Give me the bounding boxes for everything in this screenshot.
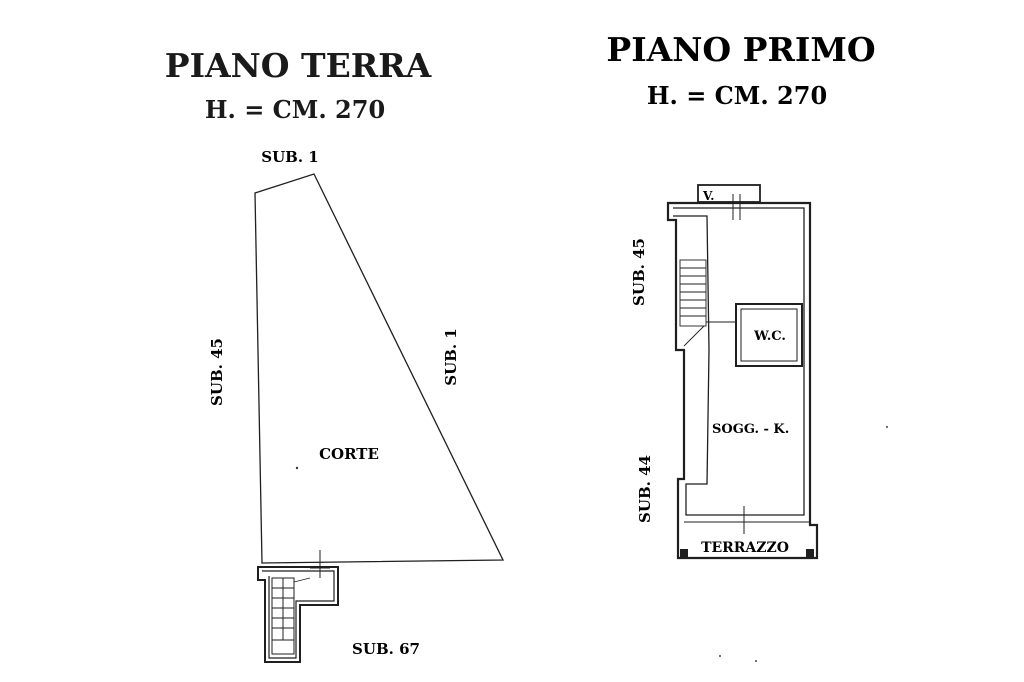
terrace: TERRAZZO [680,506,814,557]
ground-label-sub1-diagonal: SUB. 1 [442,328,460,385]
first-floor-stair [679,259,737,347]
first-label-sub45: SUB. 45 [630,238,648,306]
first-floor-height: H. = CM. 270 [647,81,827,110]
ground-label-sub1-top: SUB. 1 [261,148,318,166]
first-floor-outer-wall [666,201,819,560]
first-floor-plan: PIANO PRIMO H. = CM. 270 V. [606,30,888,662]
ground-floor-height: H. = CM. 270 [205,95,385,124]
ground-floor-title: PIANO TERRA [165,46,432,85]
courtyard-outline [254,173,505,564]
wc-label: W.C. [753,329,786,344]
speck [295,466,299,470]
vent-label: V. [702,189,714,203]
living-room-label: SOGG. - K. [712,422,789,437]
ground-label-sub45: SUB. 45 [208,338,226,406]
terrace-label: TERRAZZO [701,540,789,556]
first-label-sub44: SUB. 44 [636,455,654,523]
ground-label-sub67: SUB. 67 [352,640,420,658]
first-floor-inner-wall [673,207,805,516]
wc-room: W.C. [735,303,803,367]
courtyard-label: CORTE [319,445,379,463]
first-floor-title: PIANO PRIMO [606,30,875,69]
ground-floor-plan: PIANO TERRA H. = CM. 270 SUB. 1 SUB. 45 … [165,46,505,663]
ground-stair-block [257,550,339,663]
